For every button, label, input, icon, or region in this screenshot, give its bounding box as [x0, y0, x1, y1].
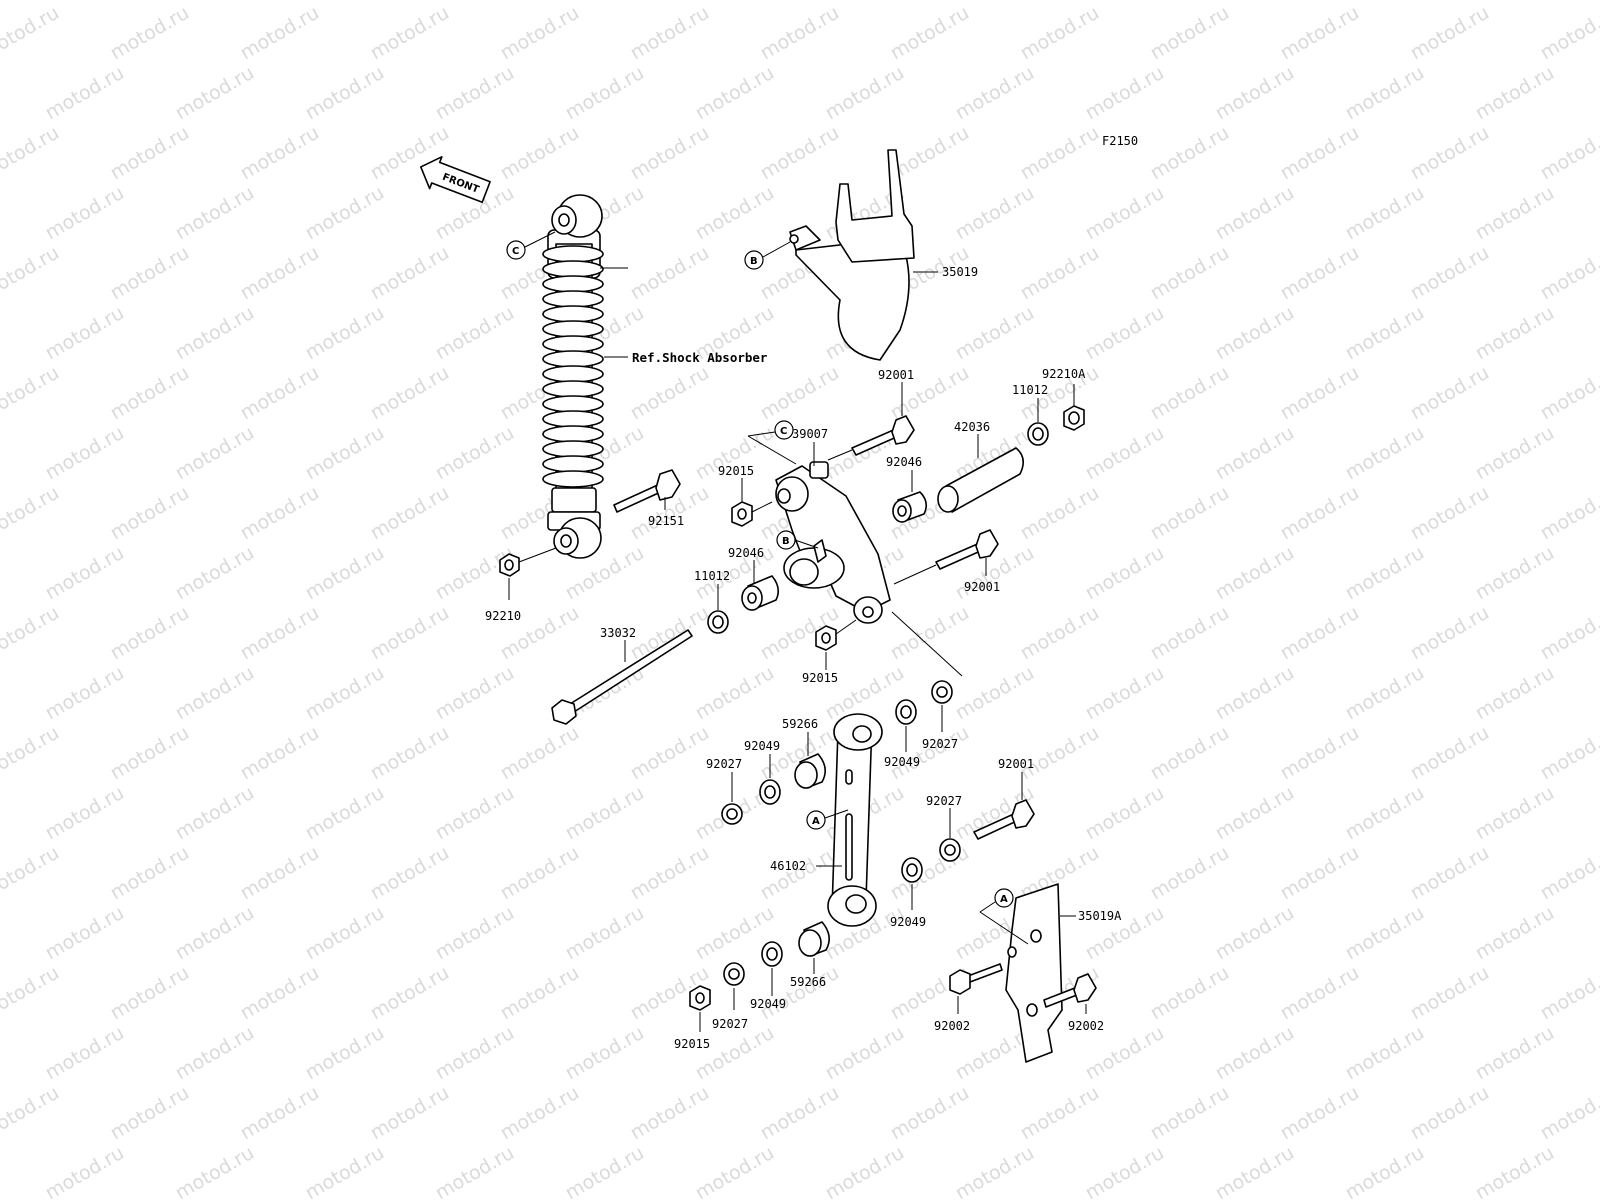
svg-text:92210: 92210: [485, 609, 521, 623]
spring-coil: [542, 320, 604, 338]
spring-coil: [542, 455, 604, 473]
spring-coil: [542, 410, 604, 428]
ref-shock-absorber-label: Ref.Shock Absorber: [632, 350, 768, 365]
bearing-92046-mid: [741, 575, 780, 611]
svg-text:92046: 92046: [886, 455, 922, 469]
svg-text:92027: 92027: [926, 794, 962, 808]
washer-92049-low: [761, 941, 783, 967]
svg-text:92027: 92027: [706, 757, 742, 771]
spring-coil: [542, 425, 604, 443]
seal-11012-mid: [707, 610, 729, 634]
svg-text:92001: 92001: [964, 580, 1000, 594]
shock-absorber: [542, 194, 604, 559]
svg-text:59266: 59266: [782, 717, 818, 731]
svg-text:35019A: 35019A: [1078, 909, 1122, 923]
svg-text:46102: 46102: [770, 859, 806, 873]
spring-coil: [542, 290, 604, 308]
svg-text:92015: 92015: [802, 671, 838, 685]
bolt-92002-left: [949, 963, 1003, 995]
cover-35019: [789, 149, 915, 361]
svg-text:92001: 92001: [878, 368, 914, 382]
bearing-92046-top: [892, 491, 928, 523]
bolt-92001-mid: [935, 529, 999, 570]
spring-coil: [542, 380, 604, 398]
nut-92015-top: [731, 501, 753, 527]
spring-coil: [542, 395, 604, 413]
bushing-59266-low: [798, 921, 830, 957]
svg-text:92002: 92002: [934, 1019, 970, 1033]
spring-coil: [542, 440, 604, 458]
washer-92027-right-2: [939, 838, 961, 862]
bolt-92151: [613, 469, 681, 513]
svg-text:C: C: [512, 246, 519, 257]
bolt-92001-low: [973, 799, 1035, 840]
svg-text:B: B: [782, 536, 790, 547]
svg-text:B: B: [750, 256, 758, 267]
tie-rod-46102: [827, 713, 883, 927]
nut-92015-mid: [815, 625, 837, 651]
svg-text:39007: 39007: [792, 427, 828, 441]
svg-text:59266: 59266: [790, 975, 826, 989]
nut-92210A: [1063, 405, 1085, 431]
svg-text:92027: 92027: [712, 1017, 748, 1031]
svg-text:92001: 92001: [998, 757, 1034, 771]
bolt-33032: [551, 629, 693, 725]
callout-c-rocker: C: [747, 420, 963, 677]
svg-text:11012: 11012: [694, 569, 730, 583]
rocker-arm-39007: [775, 461, 891, 624]
spring-coil: [542, 260, 604, 278]
svg-text:92049: 92049: [744, 739, 780, 753]
washer-92027-right-1: [931, 680, 953, 704]
svg-text:92027: 92027: [922, 737, 958, 751]
guard-35019A: [1005, 883, 1063, 1063]
washer-92049-right-1: [895, 699, 917, 725]
svg-text:35019: 35019: [942, 265, 978, 279]
bolt-92002-right: [1043, 973, 1097, 1008]
svg-text:92015: 92015: [718, 464, 754, 478]
sleeve-42036: [937, 447, 1024, 513]
svg-text:A: A: [812, 816, 820, 827]
callout-b-rocker: B: [776, 530, 819, 550]
bushing-59266-top: [794, 753, 826, 789]
shock-spring: [542, 245, 604, 488]
spring-coil: [542, 470, 604, 488]
svg-text:A: A: [1000, 894, 1008, 905]
washer-92027-low: [723, 962, 745, 986]
svg-text:92151: 92151: [648, 514, 684, 528]
front-arrow-icon: FRONT: [419, 156, 491, 204]
spring-coil: [542, 365, 604, 383]
bolt-92001-top: [851, 415, 915, 456]
svg-text:11012: 11012: [1012, 383, 1048, 397]
spring-coil: [542, 245, 604, 263]
washer-92049-right-2: [901, 857, 923, 883]
nut-92210: [499, 547, 557, 577]
washer-92027-left: [721, 803, 743, 825]
svg-text:92049: 92049: [750, 997, 786, 1011]
callout-c-shock: C: [506, 231, 556, 260]
svg-text:92015: 92015: [674, 1037, 710, 1051]
svg-text:92046: 92046: [728, 546, 764, 560]
svg-text:92049: 92049: [884, 755, 920, 769]
spring-coil: [542, 350, 604, 368]
svg-text:92002: 92002: [1068, 1019, 1104, 1033]
svg-text:42036: 42036: [954, 420, 990, 434]
seal-11012-top: [1027, 422, 1049, 446]
spring-coil: [542, 335, 604, 353]
svg-text:92210A: 92210A: [1042, 367, 1086, 381]
washer-92049-top: [759, 779, 781, 805]
nut-92015-low: [689, 985, 711, 1011]
spring-coil: [542, 275, 604, 293]
svg-text:33032: 33032: [600, 626, 636, 640]
spring-coil: [542, 305, 604, 323]
callout-b-cover: B: [744, 241, 791, 270]
callout-a-rod: A: [806, 809, 849, 830]
svg-text:92049: 92049: [890, 915, 926, 929]
svg-text:C: C: [780, 426, 787, 437]
callout-a-guard: A: [979, 888, 1029, 945]
figure-code: F2150: [1102, 134, 1138, 148]
